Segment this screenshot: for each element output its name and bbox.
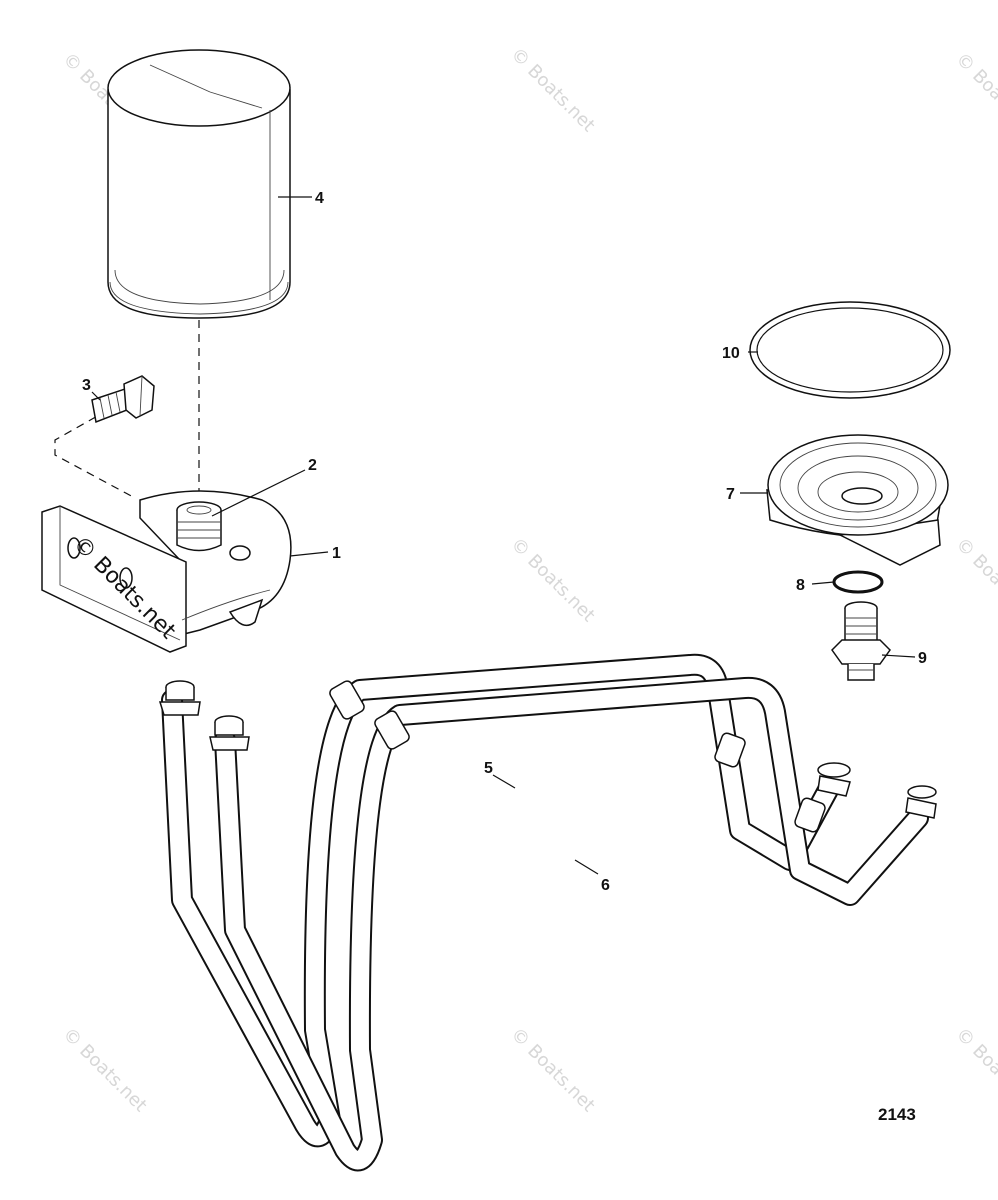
watermark-text: © Boats.net [506,44,598,136]
diagram-code: 2143 [878,1105,916,1124]
callout-3: 3 [82,377,91,394]
callout-1: 1 [332,545,341,562]
watermark-text: © Boats.net [951,534,998,626]
filter-adapter [766,434,949,566]
bolt [91,375,155,424]
oil-filter [107,49,291,319]
callout-8: 8 [796,577,805,594]
hose-5 [161,653,839,1148]
watermark-text: © Boats.net [58,1024,150,1116]
callout-7: 7 [726,486,735,503]
callout-2: 2 [308,457,317,474]
callout-4: 4 [315,190,324,207]
watermark-text: © Boats.net [506,534,598,626]
callout-labels: 4 3 2 1 10 7 8 9 5 6 [82,190,927,894]
threaded-fitting [176,501,222,552]
o-ring [749,301,951,399]
watermark-text: © Boats.net [951,1024,998,1116]
callout-10: 10 [722,345,740,362]
watermark-text: © Boats.net [506,1024,598,1116]
assembly-lines [54,320,200,500]
small-o-ring [832,570,884,594]
leader-lines [91,196,916,875]
callout-9: 9 [918,650,927,667]
callout-5: 5 [484,760,493,777]
hose-6 [214,676,929,1172]
watermark-text: © Boats.net [951,49,998,141]
callout-6: 6 [601,877,610,894]
hose-fittings [158,680,937,833]
hose-fitting [831,601,891,681]
